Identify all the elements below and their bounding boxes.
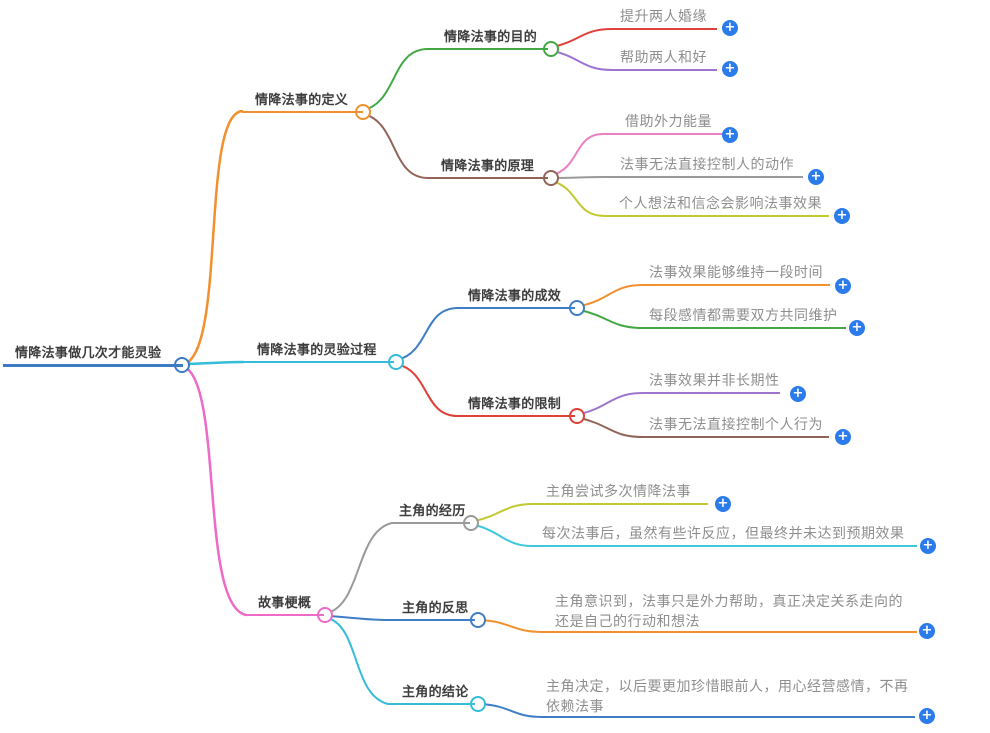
leaf-beliefs-affect-label: 个人想法和信念会影响法事效果	[619, 195, 822, 211]
leaf-cannot-control-actions[interactable]: 法事无法直接控制人的动作	[605, 156, 803, 178]
edge-limitation-cannot-control-behavior	[579, 417, 644, 438]
leaf-cannot-control-actions-label: 法事无法直接控制人的动作	[620, 156, 794, 172]
plus-icon: +	[792, 386, 804, 401]
edge-effect-maintain	[579, 309, 644, 329]
add-child-button-external-energy[interactable]: +	[722, 127, 738, 143]
edge-principle-cannot-control-actions	[551, 176, 606, 179]
leaf-improve-marriage[interactable]: 提升两人婚缘	[612, 8, 717, 30]
edge-limitation-not-longterm	[579, 392, 644, 415]
leaf-no-expected-result[interactable]: 每次法事后，虽然有些许反应，但最终并未达到预期效果	[533, 525, 917, 547]
leaf-effect-lasts[interactable]: 法事效果能够维持一段时间	[643, 264, 830, 286]
edge-effect-lasts	[579, 284, 644, 307]
leaf-cannot-control-behavior-label: 法事无法直接控制个人行为	[649, 416, 823, 432]
edge-principle-external-energy	[551, 133, 604, 176]
add-child-button-realization[interactable]: +	[919, 623, 935, 639]
add-child-button-no-expected-result[interactable]: +	[920, 538, 936, 554]
node-definition[interactable]: 情降法事的定义	[242, 90, 363, 113]
leaf-realization[interactable]: 主角意识到，法事只是外力帮助，真正决定关系走向的还是自己的行动和想法	[543, 591, 917, 633]
leaf-tried-many-times[interactable]: 主角尝试多次情降法事	[533, 483, 708, 505]
node-process-label: 情降法事的灵验过程	[257, 342, 377, 357]
leaf-help-reconcile-label: 帮助两人和好	[620, 49, 707, 65]
edge-root-story	[180, 364, 248, 617]
add-child-button-effect-lasts[interactable]: +	[835, 278, 851, 294]
edge-root-definition	[180, 109, 244, 367]
plus-icon: +	[836, 208, 848, 223]
leaf-cannot-control-behavior[interactable]: 法事无法直接控制个人行为	[643, 416, 829, 438]
add-child-button-decision[interactable]: +	[919, 708, 935, 724]
plus-icon: +	[724, 20, 736, 35]
leaf-realization-label: 主角意识到，法事只是外力帮助，真正决定关系走向的还是自己的行动和想法	[555, 593, 903, 629]
plus-icon: +	[837, 429, 849, 444]
edge-definition-purpose	[363, 48, 429, 111]
plus-icon: +	[724, 61, 736, 76]
node-root[interactable]: 情降法事做几次才能灵验	[3, 343, 183, 367]
plus-icon: +	[922, 538, 934, 553]
add-child-button-beliefs-affect[interactable]: +	[834, 208, 850, 224]
node-experience-label: 主角的经历	[399, 503, 466, 518]
leaf-beliefs-affect[interactable]: 个人想法和信念会影响法事效果	[605, 195, 829, 217]
node-effect-label: 情降法事的成效	[468, 288, 562, 303]
node-reflection-label: 主角的反思	[402, 600, 469, 615]
leaf-external-energy-label: 借助外力能量	[625, 113, 712, 129]
leaf-not-longterm-label: 法事效果并非长期性	[649, 372, 780, 388]
leaf-no-expected-result-label: 每次法事后，虽然有些许反应，但最终并未达到预期效果	[542, 525, 905, 541]
edge-principle-beliefs-affect	[551, 180, 606, 217]
leaf-both-maintain[interactable]: 每段感情都需要双方共同维护	[643, 307, 846, 329]
leaf-improve-marriage-label: 提升两人婚缘	[620, 8, 707, 24]
edge-purpose-help-reconcile	[552, 50, 613, 71]
node-definition-label: 情降法事的定义	[255, 92, 349, 107]
edge-purpose-improve-marriage	[552, 28, 613, 48]
leaf-decision[interactable]: 主角决定，以后要更加珍惜眼前人，用心经营感情，不再依赖法事	[543, 676, 915, 718]
leaf-not-longterm[interactable]: 法事效果并非长期性	[643, 372, 780, 394]
add-child-button-cannot-control-actions[interactable]: +	[808, 169, 824, 185]
node-conclusion[interactable]: 主角的结论	[388, 681, 475, 705]
node-purpose[interactable]: 情降法事的目的	[428, 27, 548, 50]
add-child-button-tried-many-times[interactable]: +	[715, 496, 731, 512]
leaf-tried-many-times-label: 主角尝试多次情降法事	[546, 483, 691, 499]
node-reflection[interactable]: 主角的反思	[388, 597, 475, 621]
node-limitation[interactable]: 情降法事的限制	[458, 394, 575, 417]
leaf-effect-lasts-label: 法事效果能够维持一段时间	[649, 264, 823, 280]
node-process[interactable]: 情降法事的灵验过程	[243, 339, 394, 363]
edge-process-limitation	[396, 363, 459, 417]
node-story-label: 故事梗概	[258, 595, 312, 610]
plus-icon: +	[921, 623, 933, 638]
plus-icon: +	[810, 169, 822, 184]
leaf-external-energy[interactable]: 借助外力能量	[603, 113, 723, 135]
edge-definition-principle	[363, 113, 429, 179]
edge-story-conclusion	[327, 617, 389, 705]
edge-reflection-realization	[480, 619, 544, 633]
edge-experience-tried-many	[474, 503, 534, 522]
edge-story-reflection	[327, 615, 389, 621]
node-limitation-label: 情降法事的限制	[468, 396, 562, 411]
edge-process-effect	[396, 307, 459, 361]
edge-root-process	[180, 360, 245, 366]
node-experience[interactable]: 主角的经历	[392, 500, 470, 524]
plus-icon: +	[724, 127, 736, 142]
leaf-decision-label: 主角决定，以后要更加珍惜眼前人，用心经营感情，不再依赖法事	[546, 678, 909, 714]
plus-icon: +	[717, 496, 729, 511]
node-conclusion-label: 主角的结论	[402, 684, 469, 699]
edge-conclusion-decision	[480, 703, 544, 718]
leaf-help-reconcile[interactable]: 帮助两人和好	[612, 49, 717, 71]
node-root-label: 情降法事做几次才能灵验	[15, 345, 162, 360]
add-child-button-not-longterm[interactable]: +	[790, 386, 806, 402]
node-principle[interactable]: 情降法事的原理	[428, 156, 548, 179]
edge-story-experience	[327, 522, 393, 614]
node-story[interactable]: 故事梗概	[246, 592, 324, 616]
add-child-button-help-reconcile[interactable]: +	[722, 61, 738, 77]
plus-icon: +	[851, 320, 863, 335]
add-child-button-improve-marriage[interactable]: +	[722, 20, 738, 36]
node-principle-label: 情降法事的原理	[441, 158, 535, 173]
edge-experience-no-expected-result	[474, 524, 534, 547]
node-effect[interactable]: 情降法事的成效	[458, 286, 575, 309]
add-child-button-cannot-control-behavior[interactable]: +	[835, 429, 851, 445]
leaf-both-maintain-label: 每段感情都需要双方共同维护	[649, 307, 838, 323]
plus-icon: +	[921, 708, 933, 723]
plus-icon: +	[837, 278, 849, 293]
node-purpose-label: 情降法事的目的	[444, 29, 538, 44]
add-child-button-both-maintain[interactable]: +	[849, 320, 865, 336]
